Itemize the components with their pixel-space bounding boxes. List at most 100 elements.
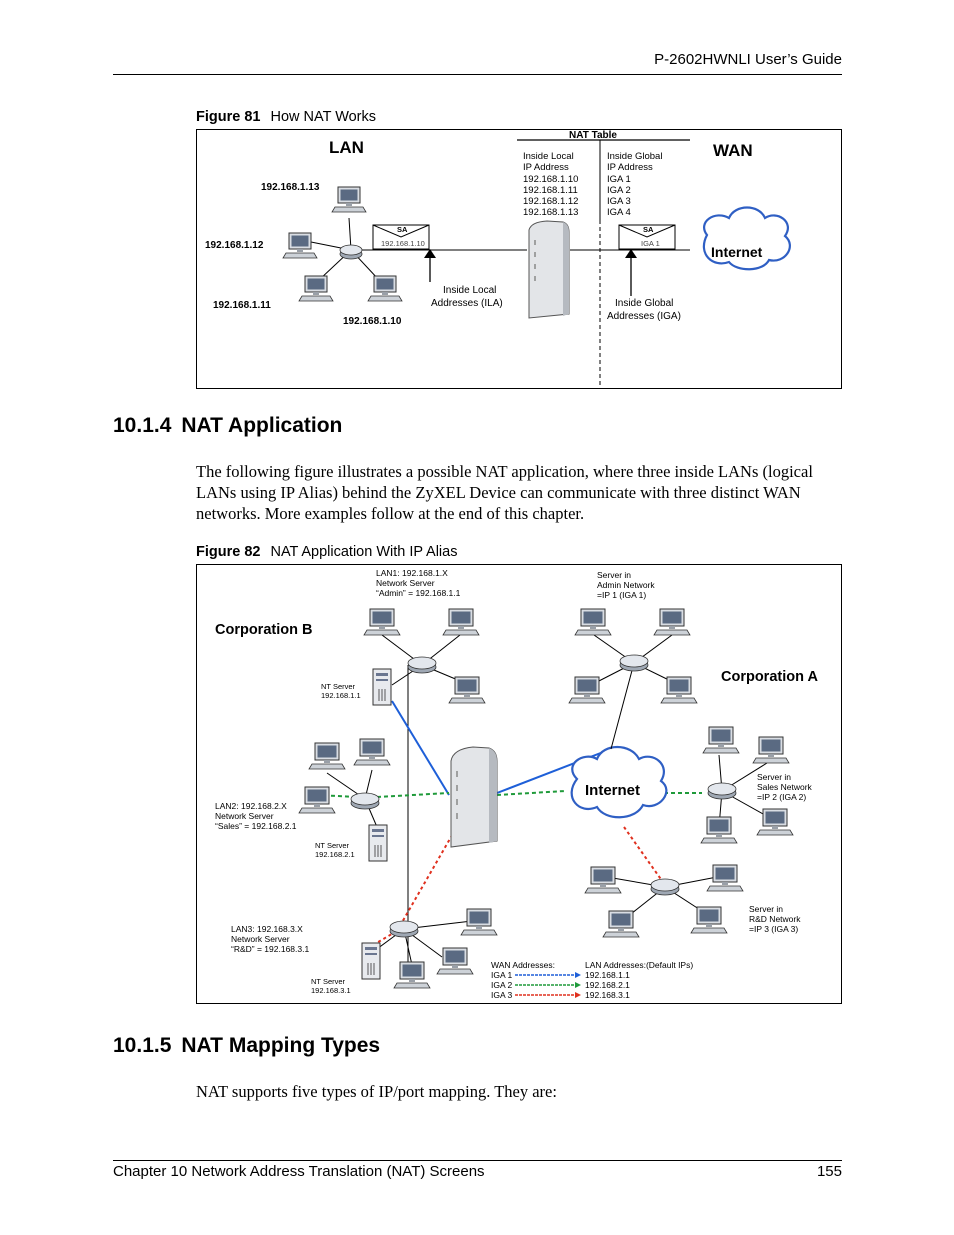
lan3-line: “R&D” = 192.168.3.1 bbox=[231, 944, 309, 954]
pc-icon bbox=[353, 738, 391, 766]
pc-icon bbox=[602, 910, 640, 938]
admin-links bbox=[593, 634, 676, 750]
hub-icon bbox=[389, 920, 419, 938]
inside-global-header-2: IP Address bbox=[607, 162, 653, 173]
ila-label-2: Addresses (ILA) bbox=[431, 298, 503, 309]
nat-ip-alias-diagram: Internet Corporation B Corporation A LAN… bbox=[215, 568, 818, 1000]
host-ip: 192.168.1.11 bbox=[213, 300, 271, 311]
hub-icon bbox=[407, 656, 437, 674]
lan1-line: “Admin” = 192.168.1.1 bbox=[376, 588, 461, 598]
section-number: 10.1.5 bbox=[113, 1034, 172, 1057]
host-ip: 192.168.1.13 bbox=[261, 182, 320, 193]
packet-right-addr: IGA 1 bbox=[641, 239, 660, 248]
figure-82-label: Figure 82 bbox=[196, 544, 261, 560]
inside-global-row: IGA 2 bbox=[607, 185, 631, 196]
lan-addresses-header: LAN Addresses:(Default IPs) bbox=[585, 960, 693, 970]
nt3-line: 192.168.3.1 bbox=[311, 986, 351, 995]
iga-label-1: Inside Global bbox=[615, 298, 673, 309]
zyxel-device-icon bbox=[450, 746, 498, 848]
sales-line: Sales Network bbox=[757, 782, 813, 792]
nt1-line: NT Server bbox=[321, 682, 356, 691]
nt2-line: 192.168.2.1 bbox=[315, 850, 355, 859]
mapping-wan: IGA 3 bbox=[491, 990, 513, 1000]
corporation-b-label: Corporation B bbox=[215, 622, 312, 638]
iga-label-2: Addresses (IGA) bbox=[607, 311, 681, 322]
section-10-1-5-paragraph: NAT supports five types of IP/port mappi… bbox=[196, 1082, 557, 1101]
pc-icon bbox=[702, 726, 740, 754]
host-ip: 192.168.1.10 bbox=[343, 316, 402, 327]
nt-server-icon bbox=[361, 942, 381, 980]
ila-arrow-icon bbox=[424, 249, 436, 282]
hub-icon bbox=[707, 782, 737, 800]
rnd-link bbox=[372, 826, 666, 946]
footer-rule bbox=[113, 1160, 842, 1161]
iga-arrow-icon bbox=[625, 249, 637, 296]
mapping-lan: 192.168.2.1 bbox=[585, 980, 630, 990]
lan-label: LAN bbox=[329, 138, 364, 157]
figure-82-title: NAT Application With IP Alias bbox=[270, 544, 458, 560]
pc-icon bbox=[700, 816, 738, 844]
packet-left-sa: SA bbox=[397, 225, 408, 234]
section-10-1-4-paragraph: The following figure illustrates a possi… bbox=[196, 462, 813, 523]
admin-line: Server in bbox=[597, 570, 631, 580]
mapping-lan: 192.168.3.1 bbox=[585, 990, 630, 1000]
figure-81: LAN WAN NAT Table Inside Local IP Addres… bbox=[196, 129, 842, 389]
pc-icon bbox=[367, 275, 403, 302]
nt2-line: NT Server bbox=[315, 841, 350, 850]
pc-icon bbox=[331, 186, 367, 213]
header-rule bbox=[113, 74, 842, 75]
nt-server-icon bbox=[372, 668, 392, 706]
guide-title: P-2602HWNLI User’s Guide bbox=[654, 51, 842, 68]
mapping-wan: IGA 2 bbox=[491, 980, 513, 990]
figure-81-title: How NAT Works bbox=[270, 109, 377, 125]
lan2-line: LAN2: 192.168.2.X bbox=[215, 801, 287, 811]
pc-icon bbox=[282, 232, 318, 259]
pc-icon bbox=[393, 961, 431, 989]
pc-icon bbox=[584, 866, 622, 894]
inside-local-row: 192.168.1.10 bbox=[523, 174, 578, 185]
figure-81-label: Figure 81 bbox=[196, 109, 261, 125]
mapping-wan: IGA 1 bbox=[491, 970, 513, 980]
rnd-line: =IP 3 (IGA 3) bbox=[749, 924, 798, 934]
pc-icon bbox=[298, 786, 336, 814]
wan-addresses-header: WAN Addresses: bbox=[491, 960, 555, 970]
pc-icon bbox=[574, 608, 612, 636]
hub-icon bbox=[350, 792, 380, 810]
pc-icon bbox=[660, 676, 698, 704]
zyxel-device-icon bbox=[528, 220, 570, 319]
internet-cloud-icon bbox=[702, 206, 791, 271]
inside-global-header-1: Inside Global bbox=[607, 151, 662, 162]
lan2-line: Network Server bbox=[215, 811, 274, 821]
admin-line: =IP 1 (IGA 1) bbox=[597, 590, 646, 600]
inside-local-header-1: Inside Local bbox=[523, 151, 574, 162]
pc-icon bbox=[756, 808, 794, 836]
mapping-arrowhead bbox=[575, 992, 581, 998]
internet-cloud-icon bbox=[570, 745, 668, 819]
packet-left-addr: 192.168.1.10 bbox=[381, 239, 425, 248]
lan1-line: Network Server bbox=[376, 578, 435, 588]
sales-line: =IP 2 (IGA 2) bbox=[757, 792, 806, 802]
lan2-line: “Sales” = 192.168.2.1 bbox=[215, 821, 297, 831]
corporation-a-label: Corporation A bbox=[721, 669, 818, 685]
internet-label: Internet bbox=[711, 244, 763, 260]
pc-icon bbox=[308, 742, 346, 770]
pc-icon bbox=[298, 275, 334, 302]
section-title: NAT Application bbox=[181, 414, 343, 437]
section-title: NAT Mapping Types bbox=[181, 1034, 381, 1057]
admin-line: Admin Network bbox=[597, 580, 655, 590]
hub-icon bbox=[339, 244, 363, 260]
hub-icon bbox=[619, 654, 649, 672]
inside-local-row: 192.168.1.11 bbox=[523, 185, 578, 196]
inside-global-row: IGA 3 bbox=[607, 196, 631, 207]
ila-label-1: Inside Local bbox=[443, 285, 496, 296]
mapping-arrowhead bbox=[575, 972, 581, 978]
lan1-line: LAN1: 192.168.1.X bbox=[376, 568, 448, 578]
inside-global-row: IGA 4 bbox=[607, 207, 631, 218]
nt3-line: NT Server bbox=[311, 977, 346, 986]
figure-81-caption: Figure 81 How NAT Works bbox=[196, 109, 376, 125]
inside-local-row: 192.168.1.12 bbox=[523, 196, 578, 207]
nat-table-title: NAT Table bbox=[569, 130, 617, 141]
sales-line: Server in bbox=[757, 772, 791, 782]
mapping-lan: 192.168.1.1 bbox=[585, 970, 630, 980]
pc-icon bbox=[363, 608, 401, 636]
